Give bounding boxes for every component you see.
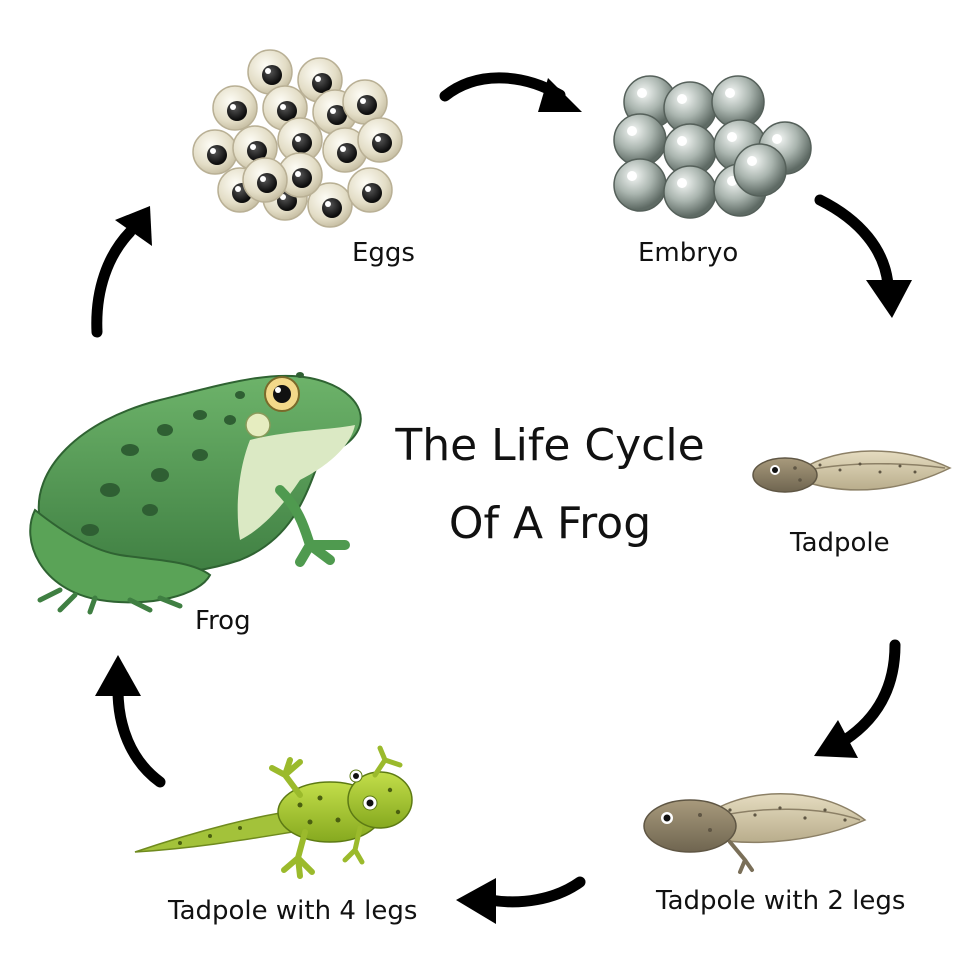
arrows [91,72,912,924]
eggs-illustration [192,49,403,228]
egg-yolk [227,101,247,121]
egg-yolk [337,143,357,163]
egg-highlight [235,186,241,192]
embryo-highlight [637,88,647,98]
egg-highlight [365,186,371,192]
embryo [733,143,787,197]
egg-highlight [295,171,301,177]
egg-yolk [372,133,392,153]
egg-yolk [257,173,277,193]
embryo-highlight [627,171,637,181]
embryo-highlight [627,126,637,136]
tadpole-illustration [752,450,952,493]
egg-highlight [340,146,346,152]
embryo-highlight [727,176,737,186]
embryo [613,113,667,167]
egg-highlight [330,108,336,114]
egg-yolk [292,168,312,188]
frog-illustration [29,372,362,615]
egg-highlight [315,76,321,82]
egg-highlight [260,176,266,182]
label-tadpole: Tadpole [790,528,890,558]
diagram-title-line-2: Of A Frog [448,498,652,549]
arrow-4-legs-to-frog [95,655,166,788]
egg-highlight [250,144,256,150]
egg-highlight [230,104,236,110]
label-eggs: Eggs [352,238,415,268]
egg-yolk [292,133,312,153]
embryo-highlight [747,156,757,166]
arrow-2-legs-to-4-legs [456,876,586,924]
arrow-frog-to-eggs [91,206,152,338]
embryo-highlight [725,88,735,98]
egg-highlight [325,201,331,207]
label-tadpole-with-2-legs: Tadpole with 2 legs [656,886,906,916]
embryo [613,158,667,212]
embryo-highlight [677,136,687,146]
diagram-title-line-1: The Life Cycle [395,420,705,471]
arrow-embryo-to-tadpole [814,194,912,318]
egg-yolk [262,65,282,85]
egg-yolk [277,101,297,121]
egg-highlight [280,104,286,110]
label-frog: Frog [195,606,251,636]
arrow-eggs-to-embryo [439,72,582,112]
embryo-highlight [772,134,782,144]
egg-yolk [357,95,377,115]
egg-yolk [322,198,342,218]
arrow-tadpole-to-2-legs [814,639,901,758]
egg-yolk [362,183,382,203]
egg-highlight [210,148,216,154]
embryo-highlight [677,178,687,188]
tadpole-with-2-legs-illustration [643,793,867,874]
egg-highlight [360,98,366,104]
egg-highlight [265,68,271,74]
embryo-illustration [613,75,812,219]
embryo [663,165,717,219]
label-embryo: Embryo [638,238,739,268]
label-tadpole-with-4-legs: Tadpole with 4 legs [168,896,418,926]
tadpole-with-4-legs-illustration [134,745,413,879]
egg-highlight [375,136,381,142]
egg-yolk [207,145,227,165]
embryo-highlight [677,94,687,104]
egg-yolk [312,73,332,93]
embryo-highlight [727,132,737,142]
egg-highlight [295,136,301,142]
